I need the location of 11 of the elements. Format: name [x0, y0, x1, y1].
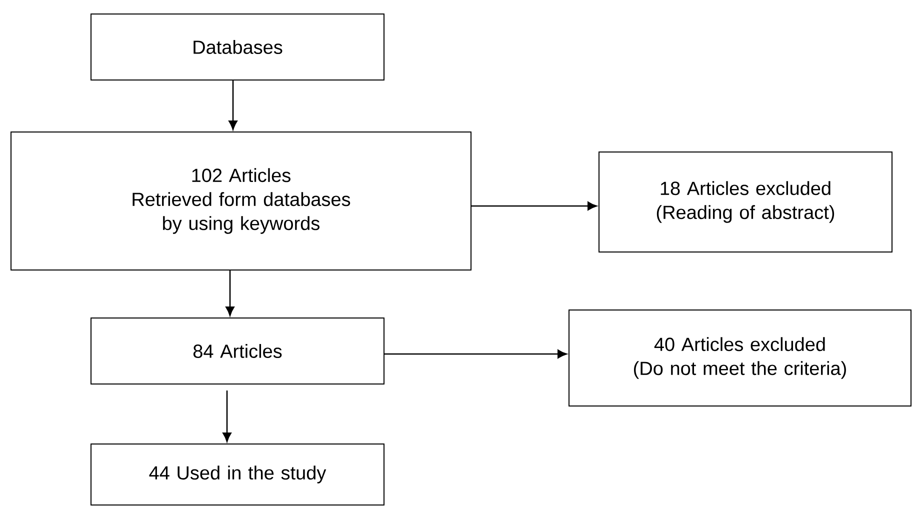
process-box: 44 Used in the study	[90, 444, 384, 506]
process-box: 84 Articles	[90, 318, 384, 384]
arrow	[228, 80, 238, 130]
arrow	[384, 350, 567, 358]
arrow	[472, 202, 597, 210]
process-box: 102 Articles Retrieved form databases by using keywords	[10, 132, 472, 270]
process-box: 18 Articles excluded (Reading of abstract)	[598, 152, 892, 252]
process-box: 40 Articles excluded (Do not meet the criteria)	[568, 310, 912, 406]
arrow	[222, 390, 232, 442]
arrow	[226, 270, 234, 316]
process-box: Databases	[90, 14, 384, 80]
